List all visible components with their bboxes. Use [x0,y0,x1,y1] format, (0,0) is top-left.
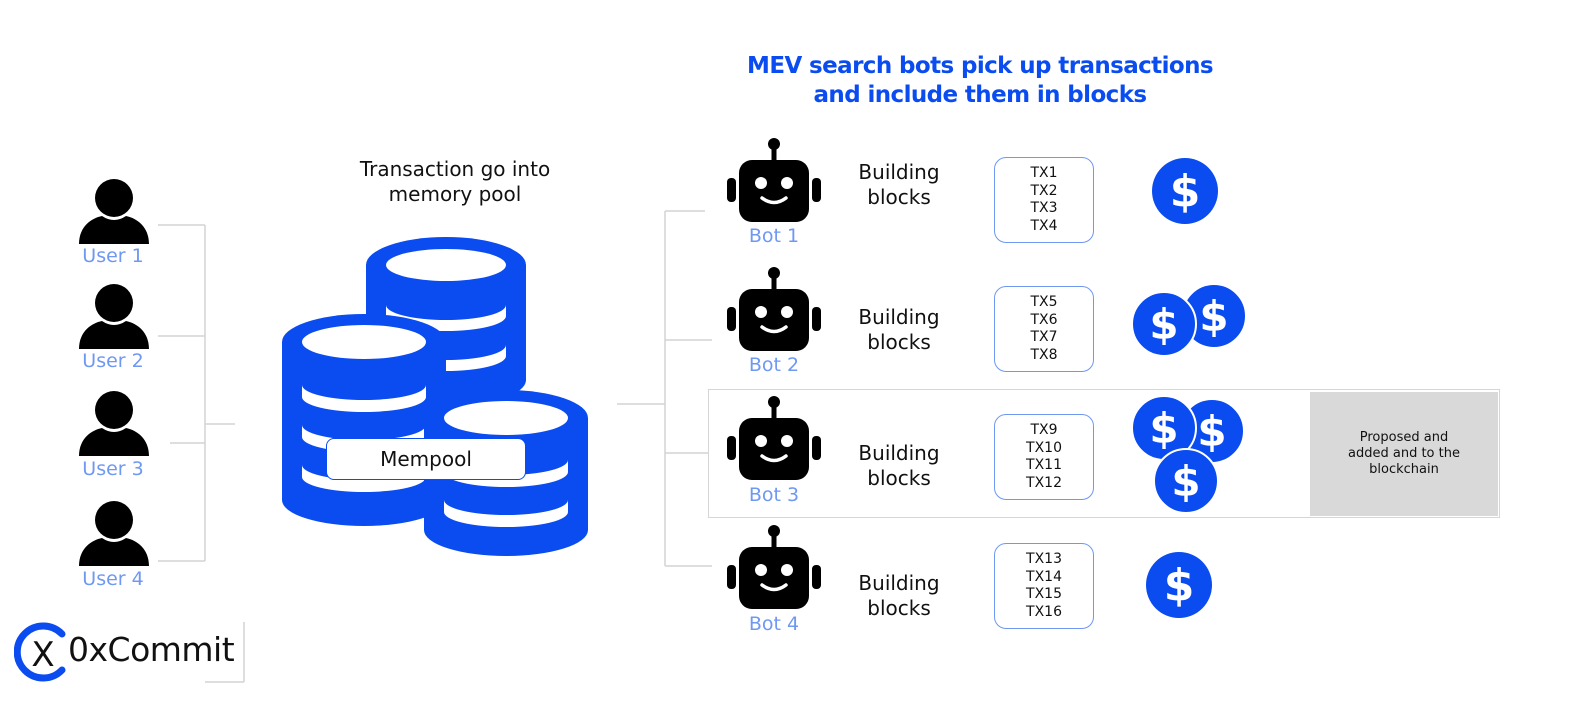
tx-item: TX14 [1026,568,1062,585]
tx-item: TX13 [1026,551,1062,567]
tx-item: TX2 [1030,182,1058,199]
tx-item: TX15 [1026,586,1062,602]
robot-icon [727,525,821,609]
logo-text: 0xCommit [68,630,235,669]
svg-text:$: $ [1164,560,1195,611]
user-silhouette-icon [79,391,149,456]
pool-caption-line-2: memory pool [388,182,522,206]
pool-caption: Transaction go into memory pool [330,157,580,207]
commit-logo-icon: X [14,622,66,682]
building-blocks-label: Building blocks [839,160,959,210]
robot-icon [727,138,821,222]
tx-item: TX4 [1030,217,1058,234]
tx-item: TX16 [1026,603,1062,620]
building-blocks-label: Building blocks [839,441,959,491]
tx-item: TX3 [1030,200,1058,216]
svg-text:$: $ [1149,404,1178,453]
svg-text:$: $ [1149,300,1178,349]
building-line-2: blocks [867,330,931,354]
dollar-coin-icon: $ [1146,552,1212,618]
robot-icon [727,396,821,480]
svg-text:$: $ [1199,292,1228,341]
user-silhouette-icon [79,501,149,566]
building-line-1: Building [858,571,940,595]
building-line-2: blocks [867,185,931,209]
tx-item: TX11 [1026,457,1062,473]
heading-line-2: and include them in blocks [813,82,1148,108]
dollar-coin-icon: $ [1152,158,1218,224]
database-stack-icon [282,237,588,556]
proposed-line-3: blockchain [1369,462,1439,477]
user-label: User 3 [82,458,144,480]
svg-text:$: $ [1170,166,1201,217]
dollar-coin-icon: $ $ [1131,283,1247,357]
tx-item: TX12 [1026,474,1062,491]
tx-item: TX9 [1030,422,1058,438]
building-blocks-label: Building blocks [839,305,959,355]
block-tx-box: TX5 TX6 TX7 TX8 [994,286,1094,372]
tx-item: TX1 [1030,165,1058,181]
mempool-label: Mempool [326,438,526,480]
diagram-heading: MEV search bots pick up transactions and… [700,52,1260,110]
tx-item: TX8 [1030,346,1058,363]
bot-label: Bot 2 [748,354,800,376]
building-line-2: blocks [867,466,931,490]
logo-mark: X [31,635,54,675]
tx-item: TX6 [1030,311,1058,328]
building-blocks-label: Building blocks [839,571,959,621]
building-line-1: Building [858,160,940,184]
proposed-line-2: added and to the [1348,446,1460,461]
heading-line-1: MEV search bots pick up transactions [747,53,1213,79]
pool-caption-line-1: Transaction go into [359,157,551,181]
svg-text:$: $ [1171,457,1200,506]
building-line-2: blocks [867,596,931,620]
proposed-block-box: Proposed and added and to the blockchain [1310,392,1498,516]
block-tx-box: TX9 TX10 TX11 TX12 [994,414,1094,500]
bot-label: Bot 3 [748,484,800,506]
dollar-coin-icon: $ $ $ [1131,395,1245,514]
bot-label: Bot 1 [748,225,800,247]
user-label: User 4 [82,568,144,590]
tx-item: TX7 [1030,329,1058,345]
svg-text:$: $ [1197,407,1226,456]
block-tx-box: TX13 TX14 TX15 TX16 [994,543,1094,629]
tx-item: TX5 [1030,294,1058,310]
building-line-1: Building [858,441,940,465]
bot-label: Bot 4 [748,613,800,635]
building-line-1: Building [858,305,940,329]
robot-icon [727,267,821,351]
tx-item: TX10 [1026,439,1062,456]
proposed-line-1: Proposed and [1359,430,1449,445]
block-tx-box: TX1 TX2 TX3 TX4 [994,157,1094,243]
user-silhouette-icon [79,179,149,244]
user-label: User 2 [82,350,144,372]
user-silhouette-icon [79,284,149,349]
user-label: User 1 [82,245,144,267]
